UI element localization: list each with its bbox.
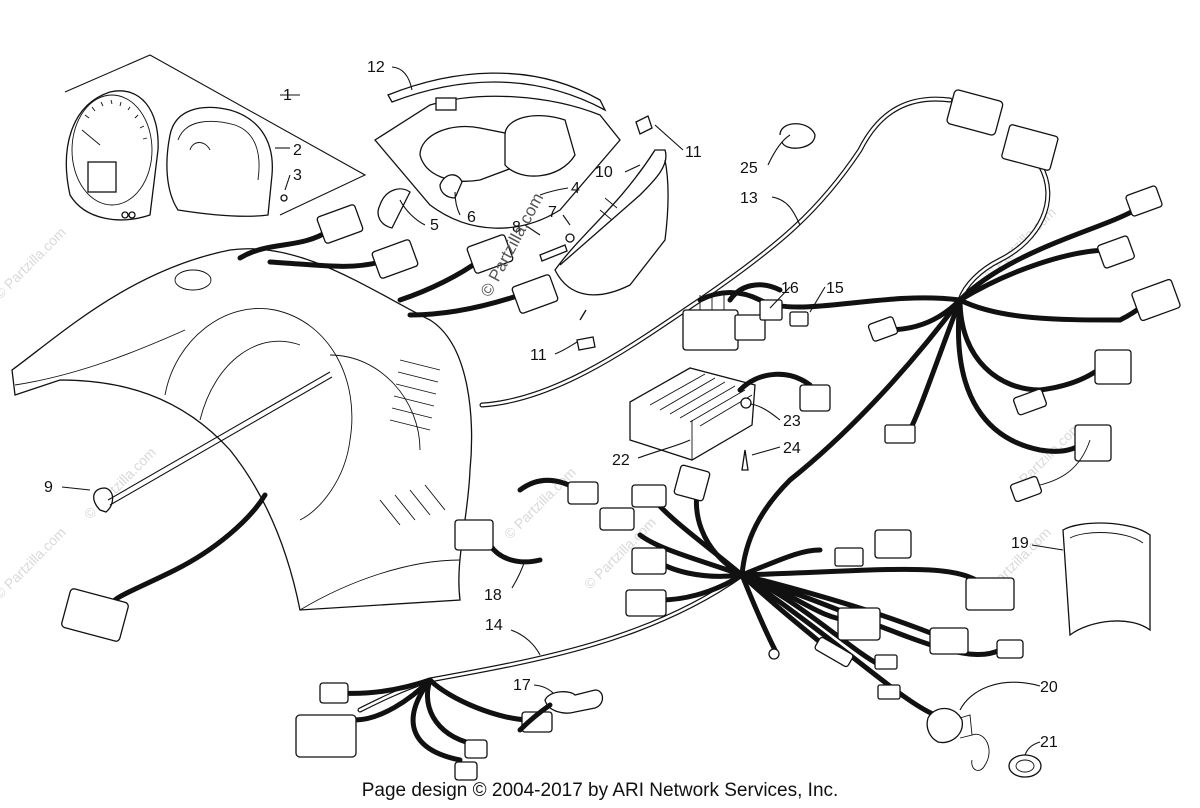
bolt-9[interactable]: [93, 371, 333, 513]
callout-13: 13: [740, 190, 758, 207]
callout-3: 3: [293, 167, 302, 184]
gauge-wiring[interactable]: [237, 204, 559, 318]
bracket-lines-1: [64, 54, 367, 216]
lens-seal[interactable]: [387, 72, 607, 112]
callout-8: 8: [512, 219, 521, 236]
bracket-tab: [435, 97, 457, 111]
bulb-6[interactable]: [439, 174, 463, 199]
callout-2: 2: [293, 142, 302, 159]
washer-23[interactable]: [740, 397, 752, 409]
callout-24: 24: [783, 440, 801, 457]
watermark-text: © Partzilla.com: [0, 524, 69, 602]
harness-13-connectors: [867, 89, 1181, 503]
fuse-15[interactable]: [759, 299, 809, 327]
harness-14-connectors: [295, 464, 1024, 781]
callout-17: 17: [513, 677, 531, 694]
screw-24[interactable]: [741, 449, 749, 471]
screw-3[interactable]: [280, 194, 288, 202]
callout-16: 16: [781, 280, 799, 297]
bulb-5[interactable]: [377, 188, 411, 229]
heat-shield-19[interactable]: [1062, 522, 1151, 637]
wiring-harness-13[interactable]: [479, 96, 1153, 578]
screw: [579, 309, 587, 321]
watermark-text: © Partzilla.com: [501, 464, 579, 542]
wiring-harness-14[interactable]: [337, 477, 1003, 763]
callout-labels: 1 2 3 4 5 6 7 8 9 10 11 11 12 13 14 15 1…: [44, 59, 1058, 751]
callout-9: 9: [44, 479, 53, 496]
callout-23: 23: [783, 413, 801, 430]
relay-16[interactable]: [682, 282, 783, 351]
headlight-lens[interactable]: [554, 149, 669, 296]
callout-18: 18: [484, 587, 502, 604]
callout-11-top: 11: [685, 144, 702, 161]
clip-7[interactable]: [565, 233, 575, 243]
watermark-text: © Partzilla.com: [0, 224, 69, 302]
callout-22: 22: [612, 452, 630, 469]
callout-21: 21: [1040, 734, 1058, 751]
callout-4: 4: [571, 180, 580, 197]
headlight-housing[interactable]: [374, 95, 621, 229]
callout-7: 7: [548, 204, 557, 221]
callout-14: 14: [485, 617, 503, 634]
callout-12: 12: [367, 59, 385, 76]
voltage-regulator-22[interactable]: [629, 367, 831, 461]
footer-copyright: Page design © 2004-2017 by ARI Network S…: [361, 780, 839, 801]
lower-connector-harness[interactable]: [61, 492, 268, 642]
leader-lines: [61, 66, 1064, 756]
callout-19: 19: [1011, 535, 1029, 552]
callout-10: 10: [595, 164, 613, 181]
callout-15: 15: [826, 280, 844, 297]
callout-11-bottom: 11: [530, 347, 547, 364]
clip-11-bottom[interactable]: [576, 336, 596, 351]
speedometer-gauge[interactable]: [65, 90, 159, 221]
nut-21[interactable]: [1008, 754, 1042, 778]
connector-18[interactable]: [454, 477, 599, 565]
switch-20[interactable]: [926, 707, 973, 744]
fuse-holder-17[interactable]: [517, 689, 604, 733]
spring-8[interactable]: [539, 244, 568, 262]
callout-25: 25: [740, 160, 758, 177]
callout-6: 6: [467, 209, 476, 226]
callout-20: 20: [1040, 679, 1058, 696]
callout-1: 1: [283, 87, 292, 104]
gauge-housing[interactable]: [166, 106, 273, 217]
callout-5: 5: [430, 217, 439, 234]
clip-11-top[interactable]: [635, 115, 653, 135]
washer: [971, 733, 990, 771]
snap-ring-25[interactable]: [779, 123, 816, 149]
